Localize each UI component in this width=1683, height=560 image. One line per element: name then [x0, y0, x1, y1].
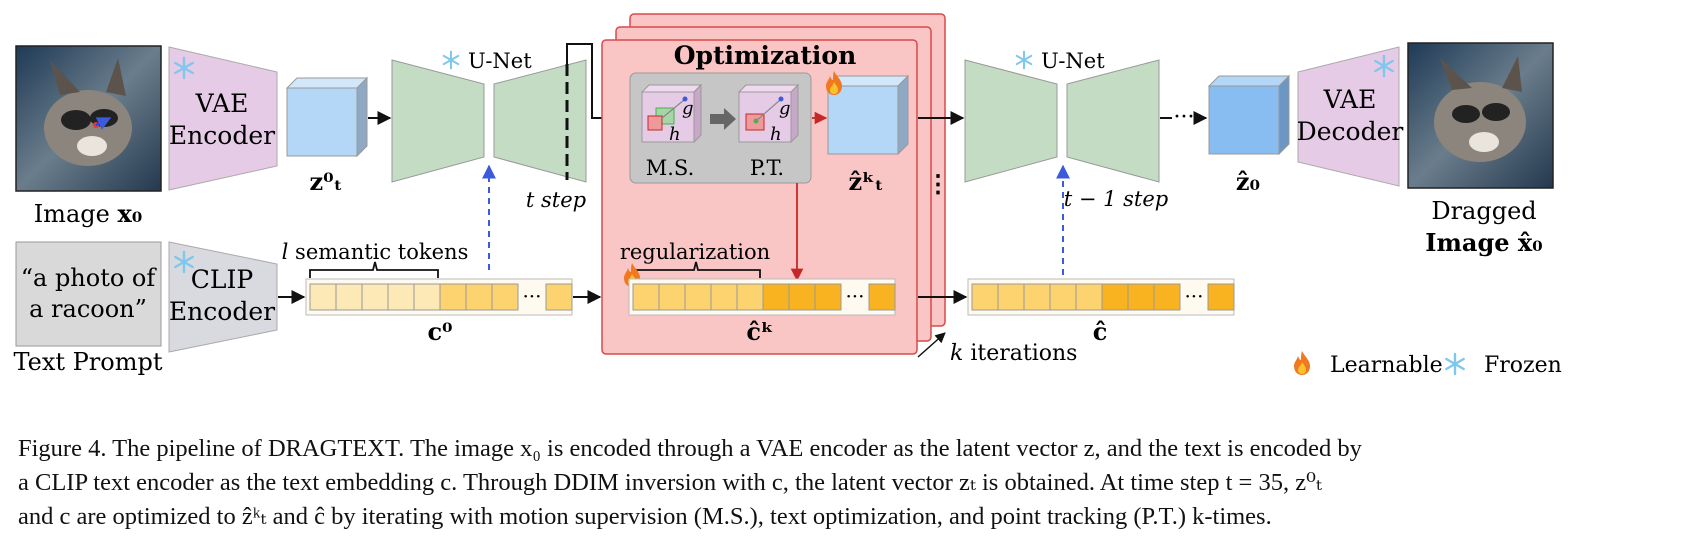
token-cell [1023, 283, 1051, 311]
unet2-decoder [1066, 59, 1160, 183]
token-cell [1153, 283, 1181, 311]
pt-label: P.T. [750, 156, 784, 180]
token-cell [309, 283, 337, 311]
token-row-chat-k: ··· [628, 278, 896, 316]
vae-decoder-line-1: VAE [1323, 85, 1377, 114]
token-cell [762, 283, 790, 311]
token-cell [439, 283, 467, 311]
pt-cube [737, 83, 800, 144]
token-cell [361, 283, 389, 311]
unet-label: U-Net [468, 49, 532, 73]
zt0-label: z⁰ₜ [309, 167, 342, 196]
unet2-label: U-Net [1041, 49, 1105, 73]
pipeline-diagram: Image x₀ “a photo of a racoon” Text Prom… [14, 13, 1562, 378]
process-arrow [710, 108, 736, 130]
h-label: h [669, 124, 681, 145]
zhat0-label: ẑ₀ [1236, 167, 1260, 196]
token-row-c0: ··· [305, 278, 573, 316]
vae-encoder-line-1: VAE [195, 89, 249, 118]
input-image [15, 45, 162, 192]
token-cell [491, 283, 519, 311]
flame-icon [1294, 351, 1310, 375]
token-ellipsis: ··· [522, 284, 541, 308]
legend-frozen: Frozen [1484, 353, 1562, 378]
token-cell [736, 283, 764, 311]
token-cell [545, 283, 573, 311]
chat-label: ĉ [1093, 317, 1108, 346]
prompt-line-2: a racoon” [29, 295, 147, 323]
token-cell [1207, 283, 1235, 311]
unet-encoder [391, 59, 485, 183]
t-step-label: t step [526, 188, 586, 212]
latent-cube-zhat0 [1207, 74, 1291, 156]
prompt-line-1: “a photo of [21, 264, 158, 292]
clip-encoder [168, 241, 278, 353]
snowflake-icon [442, 50, 460, 70]
token-cell [413, 283, 441, 311]
text-prompt-box [15, 241, 162, 347]
token-ellipsis: ··· [845, 284, 864, 308]
ms-label: M.S. [646, 156, 695, 180]
caption-line-3: and c are optimized to ẑᵏₜ and ĉ by iter… [18, 503, 1272, 530]
token-cell [814, 283, 842, 311]
c0-label: c⁰ [427, 317, 452, 346]
optimization-title: Optimization [674, 41, 857, 70]
stack-ellipsis: ⋮ [926, 169, 950, 198]
brace [309, 261, 439, 278]
zhat-tk-label: ẑᵏₜ [848, 167, 883, 196]
token-cell [1101, 283, 1129, 311]
chat-k-label: ĉᵏ [746, 317, 773, 346]
g-label: g [682, 98, 694, 119]
clip-encoder-line-2: Encoder [169, 297, 275, 326]
snowflake-icon [1015, 50, 1033, 70]
t-minus-1-label: t − 1 step [1064, 187, 1169, 211]
token-cell [1127, 283, 1155, 311]
iterations-arrow [917, 332, 946, 358]
token-cell [1075, 283, 1103, 311]
token-cell [868, 283, 896, 311]
caption-line-1: Figure 4. The pipeline of DRAGTEXT. The … [18, 435, 1362, 462]
token-cell [788, 283, 816, 311]
vae-encoder [168, 46, 278, 191]
image-label: Image x₀ [34, 199, 143, 228]
token-cell [710, 283, 738, 311]
h-label-2: h [770, 124, 782, 145]
flow-ellipsis: ··· [1174, 105, 1195, 130]
token-cell [684, 283, 712, 311]
ms-cube [640, 83, 703, 144]
text-prompt-label: Text Prompt [14, 348, 163, 376]
regularization-label: regularization [620, 240, 770, 264]
dragged-image [1407, 42, 1554, 189]
token-cell [465, 283, 493, 311]
token-cell [632, 283, 660, 311]
vae-decoder [1297, 46, 1400, 187]
clip-encoder-line-1: CLIP [191, 265, 253, 294]
token-cell [997, 283, 1025, 311]
semantic-tokens-label: l semantic tokens [282, 240, 469, 264]
latent-cube-zhat-tk [826, 74, 910, 156]
caption-line-2: a CLIP text encoder as the text embeddin… [18, 469, 1322, 496]
unet-decoder [493, 59, 587, 183]
token-row-chat: ··· [967, 278, 1235, 316]
token-cell [1049, 283, 1077, 311]
dragged-label-1: Dragged [1431, 197, 1536, 225]
latent-cube-zt0 [285, 76, 369, 158]
figure-caption: Figure 4. The pipeline of DRAGTEXT. The … [18, 432, 1668, 534]
unet2-encoder [964, 59, 1058, 183]
dragged-label-2: Image x̂₀ [1425, 228, 1542, 257]
token-ellipsis: ··· [1184, 284, 1203, 308]
g-label-2: g [779, 98, 791, 119]
legend-learnable: Learnable [1330, 353, 1443, 378]
token-cell [387, 283, 415, 311]
token-cell [335, 283, 363, 311]
vae-encoder-line-2: Encoder [169, 121, 275, 150]
vae-decoder-line-2: Decoder [1297, 117, 1404, 146]
k-iterations-label: k iterations [950, 341, 1077, 366]
token-cell [658, 283, 686, 311]
token-cell [971, 283, 999, 311]
snowflake-icon [1445, 352, 1465, 376]
